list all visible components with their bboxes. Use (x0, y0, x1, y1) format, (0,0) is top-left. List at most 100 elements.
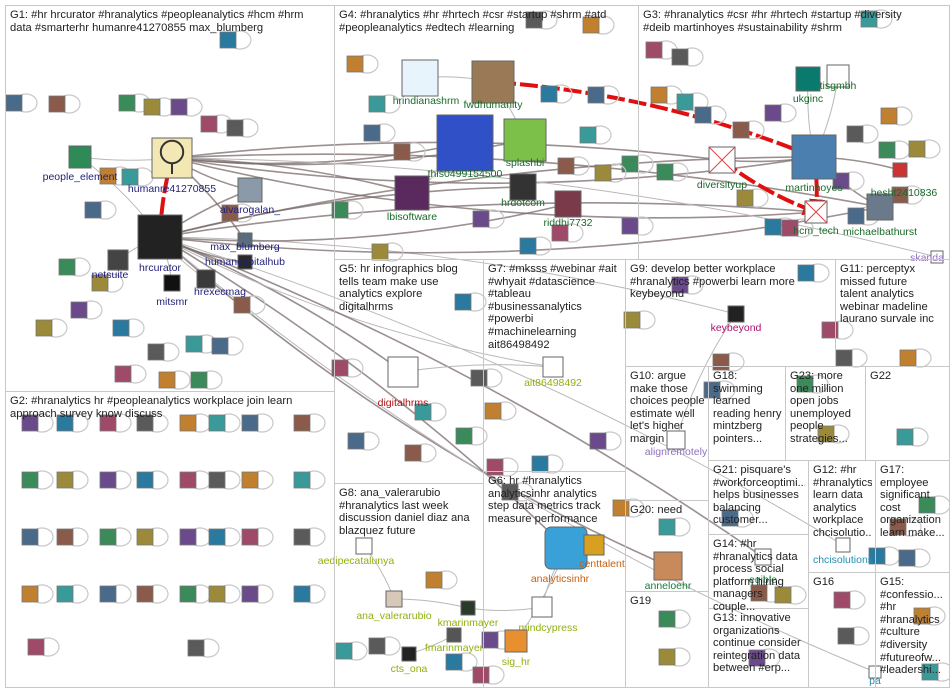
node-thumbnail (817, 425, 835, 443)
node-label: this0499154500 (428, 168, 503, 180)
node-label: sig_hr (502, 656, 531, 668)
node-thumbnail (594, 164, 612, 182)
node-hesht[interactable]: hesht2410836 (871, 162, 938, 199)
node-fmarinmayer[interactable]: fmarinmayer (425, 627, 484, 654)
edge (159, 202, 817, 238)
node-alvarogalan_[interactable]: alvarogalan_ (220, 177, 280, 216)
node-label: tisgmbh (820, 80, 857, 92)
node-aligninremotely[interactable]: alignremotely (645, 430, 708, 458)
graph-node (797, 263, 830, 283)
logo-icon (401, 646, 417, 662)
node-diversityup[interactable]: diversityup (697, 146, 747, 191)
node-humanre41270855[interactable]: humanre41270855 (128, 137, 216, 195)
graph-node (331, 358, 364, 378)
group-label-g22: G22 (870, 370, 892, 382)
node-people_element[interactable]: people_element (43, 145, 118, 183)
sig-logo-icon (504, 629, 528, 653)
avatar-icon (471, 60, 515, 104)
graph-node (226, 118, 259, 138)
node-ukginc[interactable]: ukginc (793, 66, 823, 105)
node-max_blumberg[interactable]: max_blumberg (210, 232, 280, 253)
group-label-g15: G15: #confessio... #hr #hranalytics #cul… (880, 576, 943, 677)
group-box-g17: G17: employee significant cost organizat… (875, 460, 950, 573)
graph-node (112, 318, 145, 338)
node-thumbnail (208, 471, 226, 489)
logo-icon (835, 537, 851, 553)
node-thumbnail (846, 125, 864, 143)
node-hrcurator[interactable]: hrcurator (137, 214, 183, 274)
node-riddhi7732[interactable]: riddhi7732 (543, 190, 593, 229)
node-skanda[interactable]: skanda (910, 250, 944, 264)
node-ana_valerarubio[interactable]: ana_valerarubio (356, 590, 432, 622)
node-thumbnail (35, 319, 53, 337)
node-thumbnail (221, 204, 239, 222)
graph-node (455, 426, 488, 446)
node-label: netsuite (92, 269, 129, 281)
graph-node (70, 300, 103, 320)
node-digitalhrms[interactable]: digitalhrms (378, 356, 429, 409)
node-aedipecatalunya[interactable]: aedipecatalunya (318, 537, 395, 567)
node-hrindianashrm[interactable]: hrindianashrm (393, 59, 460, 107)
node-michaelbathurst[interactable]: michaelbathurst (843, 193, 917, 238)
node-thumbnail (56, 528, 74, 546)
node-centtalent[interactable]: centtalent (579, 534, 625, 570)
graph-node (241, 470, 274, 490)
node-label: martinhoyes (785, 182, 842, 194)
node-this0499154500[interactable]: this0499154500 (428, 114, 503, 180)
node-eqible[interactable]: eqible (749, 548, 777, 586)
graph-node (219, 30, 252, 50)
node-ait86498492[interactable]: ait86498492 (524, 356, 582, 389)
node-mitsmr[interactable]: mitsmr (156, 274, 188, 308)
node-hrexecmag[interactable]: hrexecmag (194, 269, 246, 298)
node-keybeyond[interactable]: keybeyond (711, 305, 762, 334)
node-lbisoftware[interactable]: lbisoftware (387, 175, 437, 223)
group-box-g8: G8: ana_valerarubio #hranalytics last we… (334, 483, 484, 688)
graph-node (921, 662, 950, 682)
node-martinhoyes[interactable]: martinhoyes (785, 134, 843, 194)
graph-node (781, 218, 814, 238)
node-label: ait86498492 (524, 377, 582, 389)
group-box-g20: G20: need (625, 500, 709, 592)
group-label-g11: G11: perceptyx missed future talent anal… (840, 263, 934, 326)
graph-node (241, 527, 274, 547)
node-cts_ona[interactable]: cts_ona (391, 646, 428, 675)
node-fwdhumanity[interactable]: fwdhumanity (464, 60, 524, 111)
node-label: fmarinmayer (425, 642, 484, 654)
node-thumbnail (889, 518, 907, 536)
node-thumbnail (58, 258, 76, 276)
graph-node (898, 548, 931, 568)
node-thumbnail (472, 210, 490, 228)
node-thumbnail (136, 414, 154, 432)
node-chcisolutions[interactable]: chcisolutions (813, 537, 873, 566)
node-anneloehr[interactable]: anneloehr (645, 551, 692, 592)
node-netsuite[interactable]: netsuite (92, 249, 129, 281)
node-mindcypress[interactable]: mindcypress (519, 596, 578, 634)
node-thumbnail (241, 585, 259, 603)
edge (159, 236, 669, 567)
group-label-g5: G5: hr infographics blog tells team make… (339, 263, 458, 313)
node-hcm_tech[interactable]: hcm_tech (793, 200, 839, 237)
graph-node (671, 47, 704, 67)
node-thumbnail (179, 414, 197, 432)
node-sig_hr[interactable]: sig_hr (502, 629, 531, 668)
graph-node (833, 590, 866, 610)
graph-node (671, 275, 704, 295)
graph-node (5, 93, 38, 113)
node-thumbnail (84, 201, 102, 219)
node-label: ukginc (793, 93, 823, 105)
node-hrdotcom[interactable]: hrdotcom (501, 173, 545, 209)
node-thumbnail (551, 224, 569, 242)
group-box-g18: G18: swimming learned reading henry mint… (708, 366, 786, 461)
node-thumbnail (179, 471, 197, 489)
node-splashbi[interactable]: splashbi (503, 118, 547, 169)
node-thumbnail (404, 444, 422, 462)
node-analyticsinhr[interactable]: analyticsinhr (531, 526, 590, 585)
graph-node (880, 106, 913, 126)
node-cogentisgmbh[interactable]: tisgmbh (820, 64, 857, 92)
splash-logo-icon (503, 118, 547, 162)
graph-node (908, 139, 941, 159)
node-thumbnail (676, 93, 694, 111)
graph-node (91, 273, 124, 293)
node-humancapitalhub[interactable]: humancapitalhub (205, 254, 285, 270)
